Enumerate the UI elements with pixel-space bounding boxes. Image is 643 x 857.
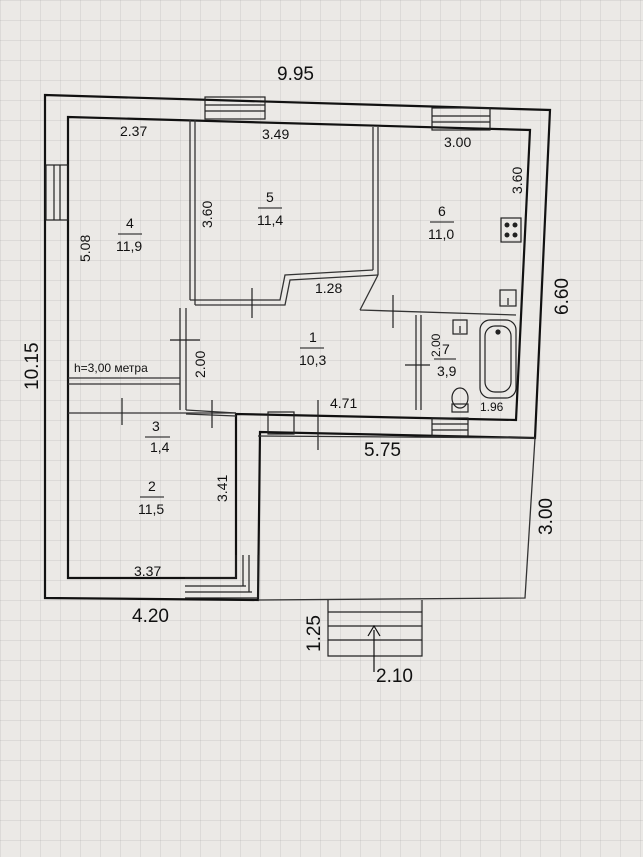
- partition-hall-right: [415, 315, 422, 410]
- door-markers: [121, 288, 430, 450]
- room7-number: 7: [442, 341, 450, 357]
- partition-room5-room6: [372, 127, 379, 275]
- room7-area: 3,9: [437, 363, 457, 379]
- room2-number: 2: [148, 478, 156, 494]
- room6-area: 11,0: [428, 226, 454, 242]
- dim-bath-width: 1.96: [480, 400, 504, 414]
- dim-room5-top: 3.49: [262, 126, 289, 142]
- dim-hall-bottom: 4.71: [330, 395, 357, 411]
- dim-room6-height: 3.60: [509, 167, 525, 194]
- dim-room2-height: 3.41: [214, 475, 230, 502]
- dim-overall-width: 9.95: [277, 64, 314, 85]
- sink-icon: [452, 289, 517, 335]
- room5-area: 11,4: [257, 212, 283, 228]
- room4-number: 4: [126, 215, 134, 231]
- partition-room4-room5: [189, 120, 196, 305]
- room1-number: 1: [309, 329, 317, 345]
- dim-steps-width: 2.10: [376, 666, 413, 687]
- dim-room4-height: 5.08: [77, 235, 93, 262]
- bathtub-icon: [479, 319, 517, 399]
- dim-porch-depth: 3.00: [536, 498, 557, 535]
- room1-area: 10,3: [299, 352, 326, 368]
- dim-bath-height: 2.00: [429, 333, 443, 357]
- entry-arrow-icon: [367, 624, 381, 672]
- dim-hall-height: 2.00: [192, 351, 208, 378]
- room5-number: 5: [266, 189, 274, 205]
- window-bottom-hall: [267, 411, 295, 435]
- partition-room5-bottom: [190, 269, 379, 306]
- window-bottom-bath: [431, 417, 469, 437]
- room3-number: 3: [152, 418, 160, 434]
- window-top-left: [204, 96, 266, 120]
- steps: [327, 600, 423, 657]
- partition-room4-room3: [68, 377, 180, 385]
- dim-room2-bottom: 3.37: [134, 563, 161, 579]
- dim-porch-width: 5.75: [364, 440, 401, 461]
- outer-wall-outline: [43, 93, 552, 602]
- dim-hall-width: 1.28: [315, 280, 342, 296]
- room4-area: 11,9: [116, 238, 142, 254]
- room-fraction-bars: [118, 207, 456, 498]
- room3-area: 1,4: [150, 439, 170, 455]
- dim-room4-top: 2.37: [120, 123, 147, 139]
- window-bottom-room2: [185, 555, 259, 599]
- dim-room5-height: 3.60: [199, 201, 215, 228]
- window-top-right: [431, 107, 491, 131]
- dim-room6-top: 3.00: [444, 134, 471, 150]
- partition-hall-bottom: [185, 409, 237, 417]
- room2-area: 11,5: [138, 501, 164, 517]
- dim-steps-depth: 1.25: [304, 615, 325, 652]
- toilet-icon: [451, 387, 469, 413]
- dim-right-side: 6.60: [552, 278, 573, 315]
- partition-room6-bottom: [359, 274, 517, 316]
- dim-overall-height: 10.15: [22, 342, 43, 390]
- stove-icon: [500, 217, 522, 243]
- inner-wall-outline: [66, 115, 532, 580]
- room6-number: 6: [438, 203, 446, 219]
- window-left: [45, 164, 69, 221]
- dim-bottom-left: 4.20: [132, 606, 169, 627]
- partition-hall-left: [179, 308, 187, 410]
- ceiling-height-note: h=3,00 метра: [74, 361, 148, 375]
- porch-outline: [257, 435, 536, 601]
